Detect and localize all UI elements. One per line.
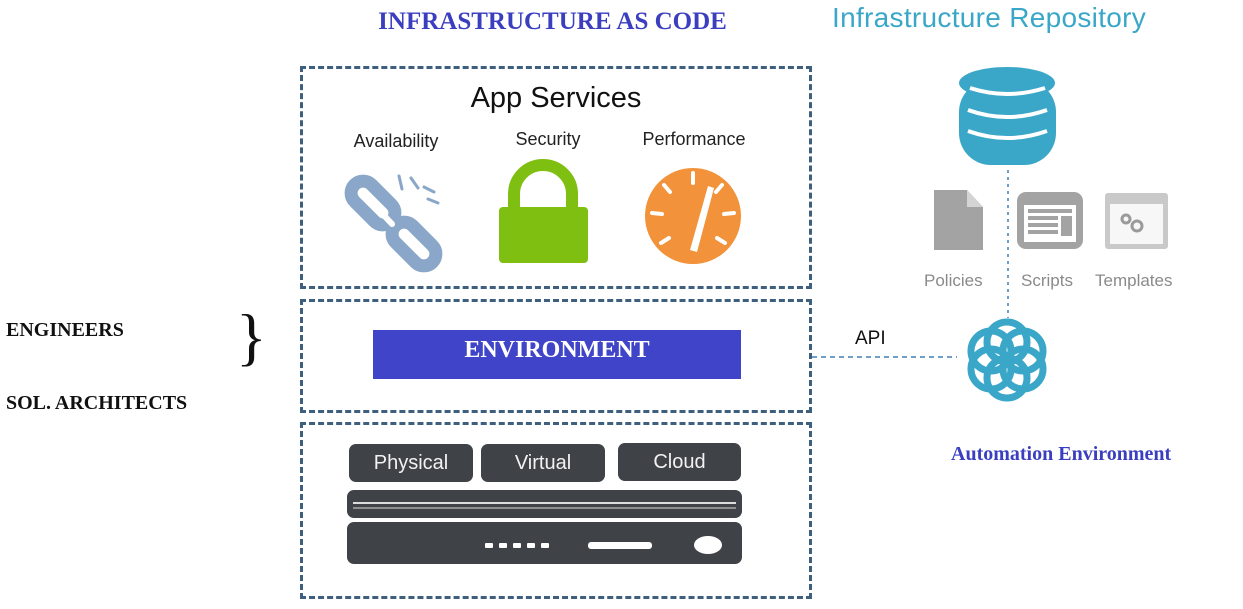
script-window-icon	[1017, 192, 1083, 249]
physical-pill: Physical	[349, 444, 473, 482]
api-label: API	[855, 328, 886, 349]
infrastructure-repository-title: Infrastructure Repository	[832, 2, 1147, 33]
security-label: Security	[515, 129, 581, 149]
sol-architects-label: SOL. ARCHITECTS	[6, 392, 188, 414]
server-hardware-icon	[347, 490, 742, 564]
scripts-label: Scripts	[1021, 271, 1073, 290]
engineers-label: ENGINEERS	[6, 319, 124, 341]
performance-label: Performance	[642, 129, 746, 149]
virtual-pill: Virtual	[481, 444, 605, 482]
roles-brace: }	[236, 301, 267, 372]
broken-chain-icon	[344, 174, 443, 273]
automation-environment-label: Automation Environment	[951, 443, 1172, 465]
app-services-layer	[300, 66, 812, 289]
templates-label: Templates	[1095, 271, 1173, 290]
cloud-pill: Cloud	[618, 443, 741, 481]
database-icon	[959, 67, 1056, 165]
availability-label: Availability	[353, 131, 439, 151]
speedometer-icon	[645, 168, 741, 264]
infrastructure-layer	[300, 422, 812, 599]
padlock-icon	[499, 159, 588, 263]
infrastructure-as-code-title: INFRASTRUCTURE AS CODE	[378, 8, 727, 35]
app-services-heading: App Services	[470, 82, 642, 114]
template-window-icon	[1105, 193, 1168, 249]
environment-layer	[300, 299, 812, 413]
document-icon	[934, 190, 983, 250]
flower-network-icon	[967, 318, 1047, 402]
policies-label: Policies	[924, 271, 983, 290]
environment-label: ENVIRONMENT	[464, 337, 650, 363]
environment-bar	[373, 330, 741, 379]
